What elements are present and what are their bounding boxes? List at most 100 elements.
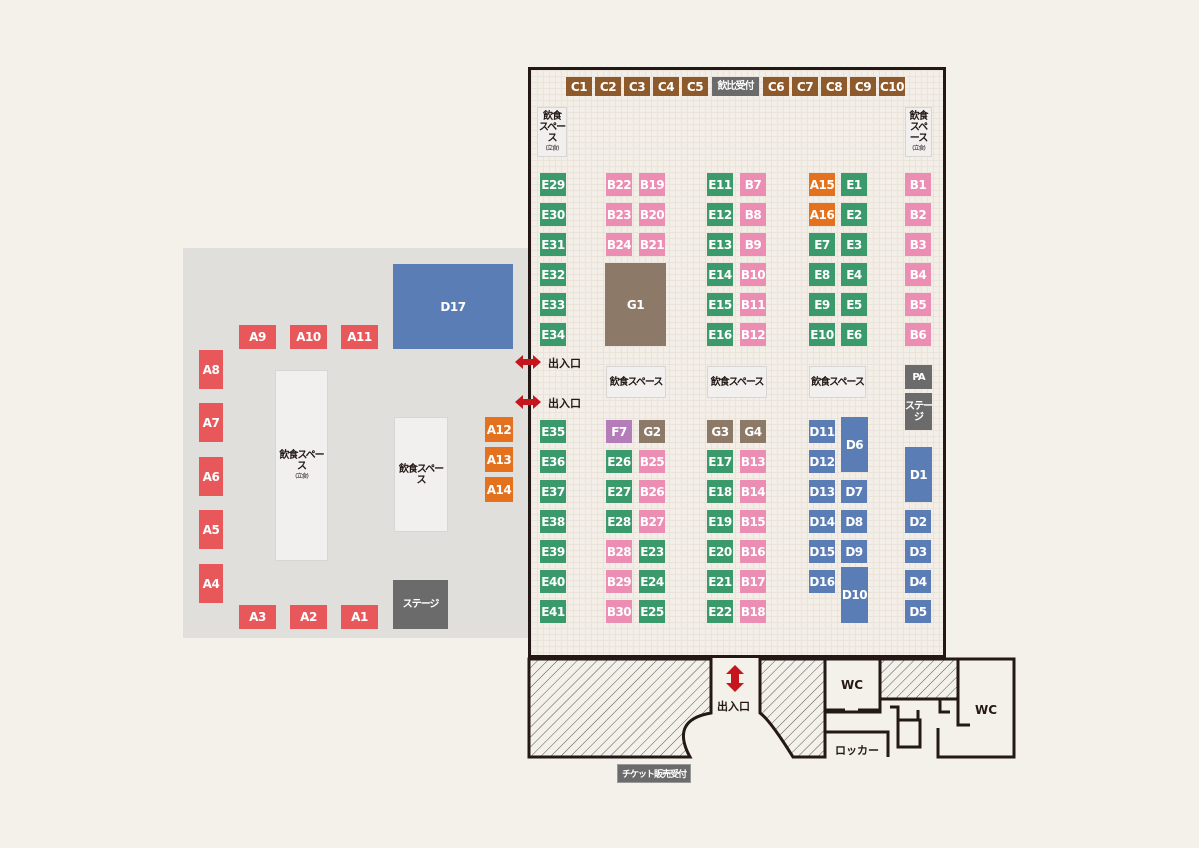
booth-b27[interactable]: B27 bbox=[639, 510, 665, 533]
booth-e35[interactable]: E35 bbox=[540, 420, 566, 443]
booth-b4[interactable]: B4 bbox=[905, 263, 931, 286]
booth-d3[interactable]: D3 bbox=[905, 540, 931, 563]
booth-b5[interactable]: B5 bbox=[905, 293, 931, 316]
booth-e11[interactable]: E11 bbox=[707, 173, 733, 196]
booth-d1[interactable]: D1 bbox=[905, 447, 932, 502]
booth-e18[interactable]: E18 bbox=[707, 480, 733, 503]
booth-b18[interactable]: B18 bbox=[740, 600, 766, 623]
booth-c4[interactable]: C4 bbox=[653, 77, 679, 96]
booth-e10[interactable]: E10 bbox=[809, 323, 835, 346]
booth-b15[interactable]: B15 bbox=[740, 510, 766, 533]
booth-b16[interactable]: B16 bbox=[740, 540, 766, 563]
booth-e3[interactable]: E3 bbox=[841, 233, 867, 256]
booth-a1[interactable]: A1 bbox=[341, 605, 378, 629]
booth-d17[interactable]: D17 bbox=[393, 264, 513, 349]
booth-e4[interactable]: E4 bbox=[841, 263, 867, 286]
booth-b11[interactable]: B11 bbox=[740, 293, 766, 316]
booth-e38[interactable]: E38 bbox=[540, 510, 566, 533]
booth-c9[interactable]: C9 bbox=[850, 77, 876, 96]
booth-d7[interactable]: D7 bbox=[841, 480, 867, 503]
booth-b14[interactable]: B14 bbox=[740, 480, 766, 503]
booth-d10[interactable]: D10 bbox=[841, 567, 868, 623]
booth-b22[interactable]: B22 bbox=[606, 173, 632, 196]
booth-e2[interactable]: E2 bbox=[841, 203, 867, 226]
booth-b13[interactable]: B13 bbox=[740, 450, 766, 473]
booth-e34[interactable]: E34 bbox=[540, 323, 566, 346]
booth-b19[interactable]: B19 bbox=[639, 173, 665, 196]
booth-e28[interactable]: E28 bbox=[606, 510, 632, 533]
booth-d9[interactable]: D9 bbox=[841, 540, 867, 563]
booth-e29[interactable]: E29 bbox=[540, 173, 566, 196]
booth-d16[interactable]: D16 bbox=[809, 570, 835, 593]
booth-e26[interactable]: E26 bbox=[606, 450, 632, 473]
booth-e33[interactable]: E33 bbox=[540, 293, 566, 316]
booth-e32[interactable]: E32 bbox=[540, 263, 566, 286]
booth-b17[interactable]: B17 bbox=[740, 570, 766, 593]
booth-b2[interactable]: B2 bbox=[905, 203, 931, 226]
booth-e17[interactable]: E17 bbox=[707, 450, 733, 473]
booth-c5[interactable]: C5 bbox=[682, 77, 708, 96]
booth-a6[interactable]: A6 bbox=[199, 457, 223, 496]
booth-a5[interactable]: A5 bbox=[199, 510, 223, 549]
booth-c3[interactable]: C3 bbox=[624, 77, 650, 96]
booth-d11[interactable]: D11 bbox=[809, 420, 835, 443]
booth-d13[interactable]: D13 bbox=[809, 480, 835, 503]
booth-e23[interactable]: E23 bbox=[639, 540, 665, 563]
booth-c2[interactable]: C2 bbox=[595, 77, 621, 96]
booth-e40[interactable]: E40 bbox=[540, 570, 566, 593]
booth-e14[interactable]: E14 bbox=[707, 263, 733, 286]
booth-b30[interactable]: B30 bbox=[606, 600, 632, 623]
booth-a12[interactable]: A12 bbox=[485, 417, 513, 442]
booth-b21[interactable]: B21 bbox=[639, 233, 665, 256]
booth-e22[interactable]: E22 bbox=[707, 600, 733, 623]
booth-e41[interactable]: E41 bbox=[540, 600, 566, 623]
booth-b7[interactable]: B7 bbox=[740, 173, 766, 196]
booth-e21[interactable]: E21 bbox=[707, 570, 733, 593]
booth-b8[interactable]: B8 bbox=[740, 203, 766, 226]
booth-a16[interactable]: A16 bbox=[809, 203, 835, 226]
booth-g3[interactable]: G3 bbox=[707, 420, 733, 443]
booth-g2[interactable]: G2 bbox=[639, 420, 665, 443]
booth-a11[interactable]: A11 bbox=[341, 325, 378, 349]
booth-b6[interactable]: B6 bbox=[905, 323, 931, 346]
booth-e16[interactable]: E16 bbox=[707, 323, 733, 346]
booth-e39[interactable]: E39 bbox=[540, 540, 566, 563]
booth-e9[interactable]: E9 bbox=[809, 293, 835, 316]
booth-e13[interactable]: E13 bbox=[707, 233, 733, 256]
booth-d15[interactable]: D15 bbox=[809, 540, 835, 563]
booth-a10[interactable]: A10 bbox=[290, 325, 327, 349]
booth-e36[interactable]: E36 bbox=[540, 450, 566, 473]
booth-d6[interactable]: D6 bbox=[841, 417, 868, 472]
booth-e8[interactable]: E8 bbox=[809, 263, 835, 286]
booth-a14[interactable]: A14 bbox=[485, 477, 513, 502]
booth-g1[interactable]: G1 bbox=[605, 263, 666, 346]
booth-e15[interactable]: E15 bbox=[707, 293, 733, 316]
booth-c1[interactable]: C1 bbox=[566, 77, 592, 96]
booth-b9[interactable]: B9 bbox=[740, 233, 766, 256]
booth-b23[interactable]: B23 bbox=[606, 203, 632, 226]
booth-e37[interactable]: E37 bbox=[540, 480, 566, 503]
booth-d4[interactable]: D4 bbox=[905, 570, 931, 593]
booth-d5[interactable]: D5 bbox=[905, 600, 931, 623]
booth-b29[interactable]: B29 bbox=[606, 570, 632, 593]
booth-e12[interactable]: E12 bbox=[707, 203, 733, 226]
booth-f7[interactable]: F7 bbox=[606, 420, 632, 443]
booth-e30[interactable]: E30 bbox=[540, 203, 566, 226]
booth-a15[interactable]: A15 bbox=[809, 173, 835, 196]
booth-d14[interactable]: D14 bbox=[809, 510, 835, 533]
booth-b20[interactable]: B20 bbox=[639, 203, 665, 226]
booth-b12[interactable]: B12 bbox=[740, 323, 766, 346]
booth-e25[interactable]: E25 bbox=[639, 600, 665, 623]
booth-c10[interactable]: C10 bbox=[879, 77, 905, 96]
booth-e1[interactable]: E1 bbox=[841, 173, 867, 196]
booth-a3[interactable]: A3 bbox=[239, 605, 276, 629]
booth-a2[interactable]: A2 bbox=[290, 605, 327, 629]
booth-e20[interactable]: E20 bbox=[707, 540, 733, 563]
booth-e5[interactable]: E5 bbox=[841, 293, 867, 316]
booth-a9[interactable]: A9 bbox=[239, 325, 276, 349]
booth-b28[interactable]: B28 bbox=[606, 540, 632, 563]
booth-g4[interactable]: G4 bbox=[740, 420, 766, 443]
booth-b25[interactable]: B25 bbox=[639, 450, 665, 473]
booth-e6[interactable]: E6 bbox=[841, 323, 867, 346]
booth-e31[interactable]: E31 bbox=[540, 233, 566, 256]
